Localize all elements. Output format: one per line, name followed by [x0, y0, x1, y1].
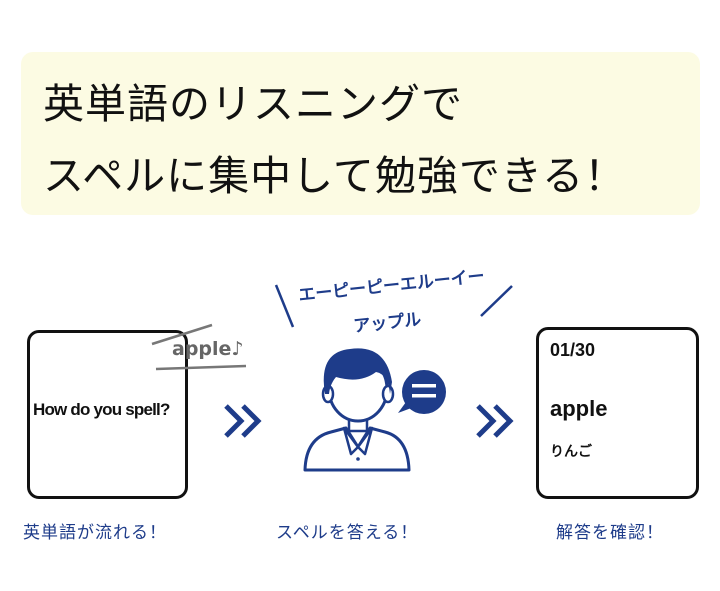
- speech-bubble-icon: [398, 370, 446, 414]
- caption-step-2: スペルを答える！: [276, 523, 419, 543]
- answer-card: [536, 327, 699, 499]
- headline-banner: [21, 52, 700, 215]
- caption-step-3: 解答を確認！: [556, 523, 664, 543]
- headline-line-1: 英単語のリスニングで: [43, 80, 463, 128]
- sound-line-icon: [151, 323, 247, 371]
- answer-meaning: りんご: [550, 444, 592, 460]
- person-icon: [303, 348, 411, 472]
- audio-word-text: apple♪: [172, 338, 244, 360]
- headline-line-2: スペルに集中して勉強できる！: [43, 152, 627, 200]
- question-text: How do you spell?: [33, 400, 170, 419]
- chevron-double-right-icon: [476, 404, 514, 438]
- chevron-double-right-icon: [224, 404, 262, 438]
- caption-step-1: 英単語が流れる！: [23, 523, 167, 543]
- answer-word: apple: [550, 396, 608, 421]
- question-card: [27, 330, 188, 499]
- question-counter: 01/30: [550, 340, 596, 360]
- sound-line-icon: [274, 284, 513, 328]
